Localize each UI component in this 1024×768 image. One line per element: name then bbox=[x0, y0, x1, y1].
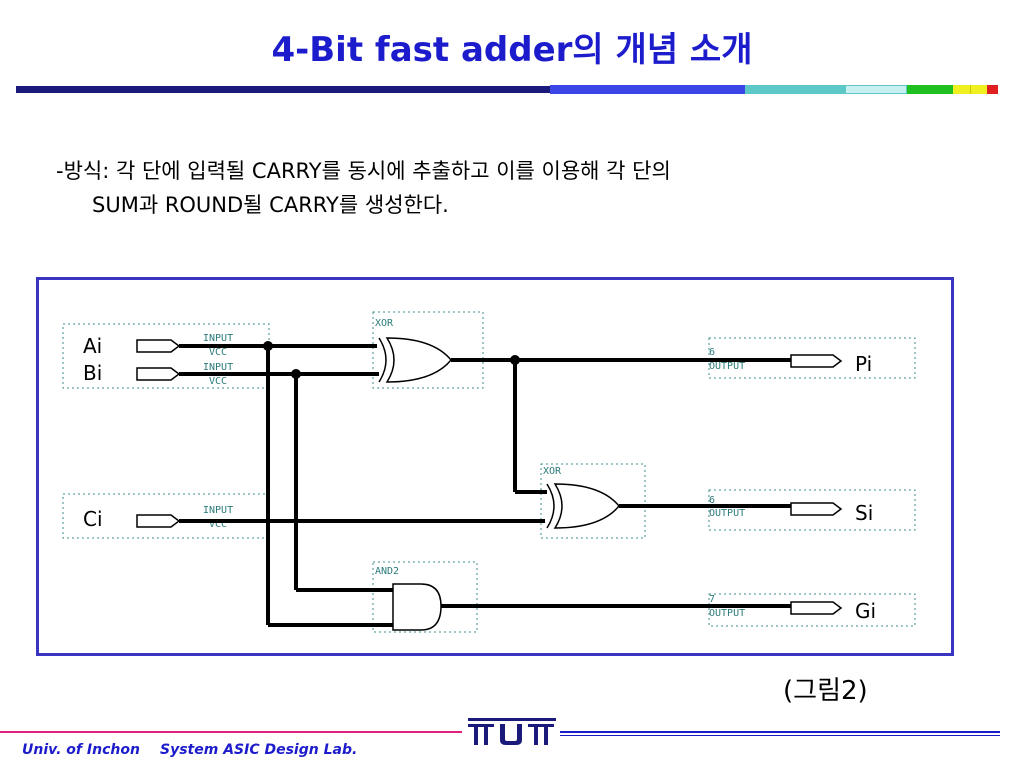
signal-label-ai: Ai bbox=[83, 334, 102, 358]
output-tag-pi: OUTPUT bbox=[709, 361, 745, 372]
signal-label-ci: Ci bbox=[83, 507, 103, 531]
body-line-2: SUM과 ROUND될 CARRY를 생성한다. bbox=[92, 193, 449, 217]
figure-caption: (그림2) bbox=[783, 676, 868, 706]
footer-lab: System ASIC Design Lab. bbox=[160, 742, 358, 758]
output-ports bbox=[790, 354, 843, 615]
signal-label-gi: Gi bbox=[855, 599, 876, 623]
signal-label-pi: Pi bbox=[855, 352, 872, 376]
body-text: -방식: 각 단에 입력될 CARRY를 동시에 추출하고 이를 이용해 각 단… bbox=[56, 154, 976, 222]
signal-label-bi: Bi bbox=[83, 361, 102, 385]
footer-line-left bbox=[0, 731, 462, 733]
footer-line-right-thin bbox=[560, 735, 1000, 736]
circuit-schematic: .dot { stroke: #3c8c8c; stroke-width: 1;… bbox=[62, 311, 916, 633]
input-tag-ci: INPUT bbox=[203, 505, 233, 516]
xor-gate-1 bbox=[378, 337, 452, 383]
university-logo-icon bbox=[468, 718, 556, 745]
and-gate bbox=[392, 583, 442, 631]
input-vcc-bi: VCC bbox=[209, 376, 227, 387]
input-ports bbox=[136, 339, 181, 528]
junctions bbox=[263, 341, 520, 379]
xor-gate-2 bbox=[546, 483, 620, 529]
footer-line-right bbox=[560, 731, 1000, 733]
footer-university: Univ. of Inchon bbox=[22, 742, 140, 758]
signal-label-si: Si bbox=[855, 501, 873, 525]
body-line-1: -방식: 각 단에 입력될 CARRY를 동시에 추출하고 이를 이용해 각 단… bbox=[56, 159, 671, 183]
gate-label-xor1: XOR bbox=[375, 318, 394, 329]
input-tag-ai: INPUT bbox=[203, 333, 233, 344]
output-pin-si: 6 bbox=[709, 495, 715, 506]
input-tag-bi: INPUT bbox=[203, 362, 233, 373]
gate-label-and: AND2 bbox=[375, 566, 399, 577]
input-vcc-ai: VCC bbox=[209, 347, 227, 358]
circuit-diagram-frame: .dot { stroke: #3c8c8c; stroke-width: 1;… bbox=[36, 277, 954, 656]
wires bbox=[179, 344, 791, 627]
output-tag-gi: OUTPUT bbox=[709, 608, 745, 619]
output-tag-si: OUTPUT bbox=[709, 508, 745, 519]
input-vcc-ci: VCC bbox=[209, 519, 227, 530]
slide-title: 4-Bit fast adder의 개념 소개 bbox=[271, 30, 753, 70]
gate-label-xor2: XOR bbox=[543, 466, 562, 477]
output-pin-gi: 7 bbox=[709, 594, 715, 605]
output-pin-pi: 6 bbox=[709, 347, 715, 358]
